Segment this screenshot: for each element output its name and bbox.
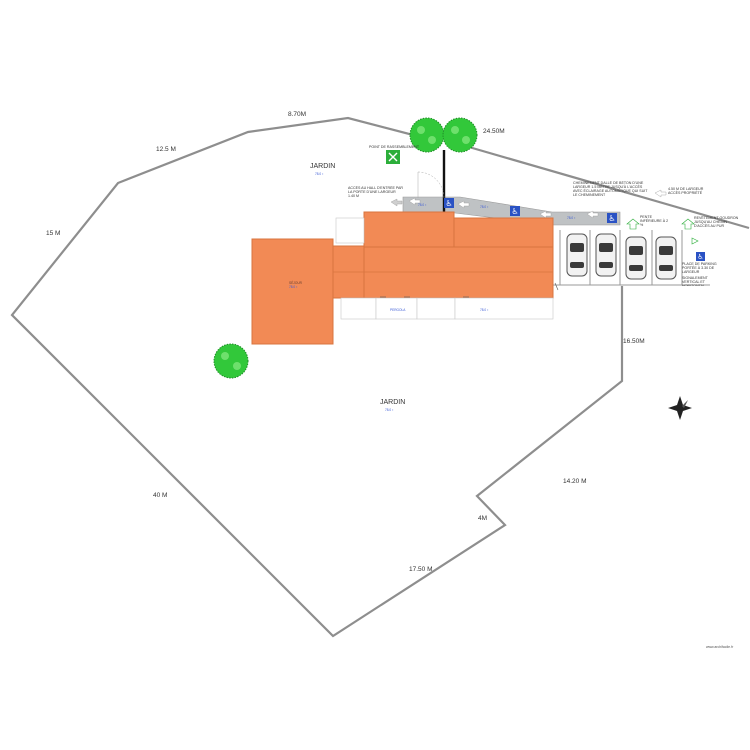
property-boundary xyxy=(10,116,624,638)
compass-rose-icon xyxy=(668,396,692,420)
garden-bottom-label: JARDIN xyxy=(380,399,405,406)
dimension-label: 24.50M xyxy=(483,128,505,135)
signage-note: SIGNALEMENT VERTICAL ET HORIZONTAL xyxy=(682,276,708,286)
dimension-label: 14.20 M xyxy=(563,478,587,485)
gate-swing xyxy=(417,171,445,199)
parking-area xyxy=(553,230,710,286)
door-marks xyxy=(380,282,559,298)
wheelchair-icon: ♿ xyxy=(510,206,520,216)
access-width-note: 4.50 M DE LARGEUR ACCÈS PROPRIÉTÉ xyxy=(668,187,703,195)
tree-icon xyxy=(442,117,478,153)
ramp-label-3: 78.0 ² xyxy=(567,216,575,220)
svg-text:♿: ♿ xyxy=(511,207,518,216)
wing-upper xyxy=(363,211,455,248)
dimension-label: 4M xyxy=(478,515,487,522)
main-room-area: 78.0 ² xyxy=(289,285,297,289)
garden-top-label: JARDIN xyxy=(310,163,335,170)
dimension-label: 12.5 M xyxy=(156,146,176,153)
dimension-label: 15 M xyxy=(46,230,60,237)
building: SÉJOUR 78.0 ² xyxy=(251,211,554,345)
footer-credit[interactable]: www.archifacile.fr xyxy=(706,645,734,649)
dimension-label: 17.50 M xyxy=(409,566,433,573)
ramp-label-2: 78.0 ² xyxy=(480,205,488,209)
dimension-label: 16.50M xyxy=(623,338,645,345)
terrace-label: 78.0 ² xyxy=(480,308,488,312)
slope-note: PENTE INFÉRIEURE À 2 % xyxy=(640,215,668,227)
assembly-point-icon xyxy=(386,150,400,164)
garden-bottom-area: 78.0 ² xyxy=(385,408,393,412)
tree-icon xyxy=(213,343,249,379)
main-room xyxy=(251,238,334,345)
wheelchair-icon: ♿ xyxy=(607,213,617,223)
dimension-label: 40 M xyxy=(153,492,167,499)
car-icon xyxy=(655,236,677,280)
car-icon xyxy=(595,233,617,277)
wing-east xyxy=(453,217,554,248)
tree-icon xyxy=(409,117,445,153)
car-icon xyxy=(625,236,647,280)
wheelchair-icon: ♿ xyxy=(696,252,705,261)
ramp-note: CHEMINEMENT DALLÉ DE BÉTON D'UNE LARGEUR… xyxy=(573,181,647,197)
terrace xyxy=(335,217,554,320)
wheelchair-icon: ♿ xyxy=(444,198,454,208)
svg-text:♿: ♿ xyxy=(697,253,703,261)
svg-text:♿: ♿ xyxy=(445,199,452,208)
garden-top-area: 78.0 ² xyxy=(315,172,323,176)
wing-lower xyxy=(363,246,554,299)
main-room-label: SÉJOUR xyxy=(289,280,303,285)
dimension-label: 8.70M xyxy=(288,111,306,118)
assembly-point-label: POINT DE RASSEMBLEMENT xyxy=(369,145,420,149)
ramp-label-1: 78.0 ² xyxy=(418,203,426,207)
parking-width-note: PLACE DE PARKING PORTÉE À 3.30 DE LARGEU… xyxy=(682,262,717,274)
arrow-icon xyxy=(626,218,699,245)
pergola-label: PERGOLA xyxy=(390,308,406,312)
svg-text:♿: ♿ xyxy=(608,214,615,223)
car-icon xyxy=(566,233,588,277)
parking-surface-note: REVÊTEMENT GOUDRON JUSQU'AU CHEMIN D'ACC… xyxy=(694,216,738,228)
hall-access-note: ACCÈS AU HALL D'ENTRÉE PAR LA PORTE D'UN… xyxy=(348,186,403,198)
property-boundary-east xyxy=(461,143,750,230)
